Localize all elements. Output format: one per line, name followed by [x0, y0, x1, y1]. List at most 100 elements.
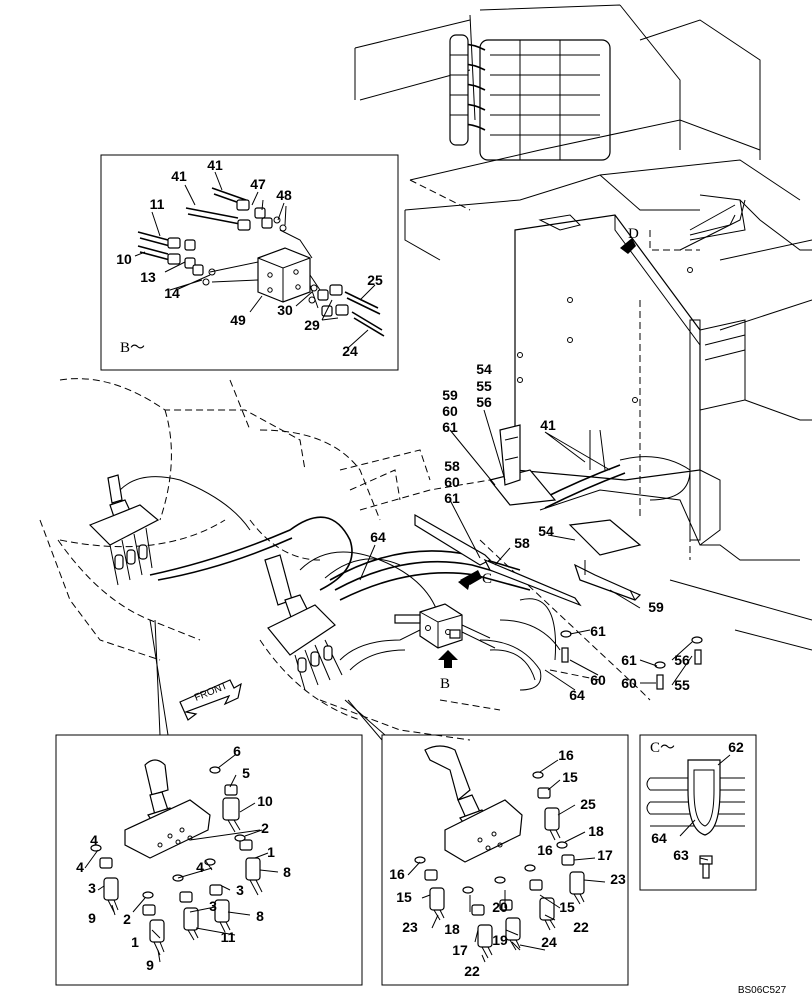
- callout-c-61a: 61: [442, 419, 458, 435]
- callout-c-61d: 61: [621, 652, 637, 668]
- view-arrow-c: C: [458, 570, 492, 590]
- inset-right-joystick: [381, 734, 629, 986]
- callout-c-61b: 61: [444, 490, 460, 506]
- control-valve: [479, 39, 611, 161]
- callout-c-b29: 29: [304, 317, 320, 333]
- joystick-right-main[interactable]: [264, 554, 343, 691]
- callout-k-62: 62: [728, 739, 744, 755]
- callout-l-8b: 8: [256, 908, 264, 924]
- callout-r-16a: 16: [558, 747, 574, 763]
- callout-c-59b: 59: [648, 599, 664, 615]
- callout-c-b49: 49: [230, 312, 246, 328]
- callout-l-9b: 9: [146, 957, 154, 973]
- callout-l-6: 6: [233, 743, 241, 759]
- callout-r-15b: 15: [396, 889, 412, 905]
- callout-c-b41a: 41: [207, 157, 223, 173]
- callout-c-64b: 64: [569, 687, 585, 703]
- inset-b: B～: [100, 154, 399, 371]
- inset-left-joystick: [55, 734, 363, 986]
- callout-c-b13: 13: [140, 269, 156, 285]
- view-arrow-b: B: [438, 650, 458, 692]
- callout-r-19: 19: [492, 932, 508, 948]
- callout-l-11: 11: [221, 929, 236, 945]
- callout-r-24: 24: [541, 934, 557, 950]
- callout-l-4c: 4: [196, 859, 204, 875]
- callout-r-22b: 22: [464, 963, 480, 979]
- callout-c-56a: 56: [476, 394, 492, 410]
- callout-r-15a: 15: [562, 769, 578, 785]
- callout-c-b47: 47: [250, 176, 266, 192]
- callout-c-59a: 59: [442, 387, 458, 403]
- svg-text:B: B: [440, 676, 450, 692]
- callout-r-15c: 15: [559, 899, 575, 915]
- callout-c-b24: 24: [342, 343, 358, 359]
- callout-k-63: 63: [673, 847, 689, 863]
- inset-c: C～: [639, 734, 757, 891]
- callout-l-1a: 1: [267, 844, 275, 860]
- view-arrow-d: D: [620, 226, 639, 254]
- callout-r-18b: 18: [444, 921, 460, 937]
- callout-k-64: 64: [651, 830, 667, 846]
- callout-r-17b: 17: [452, 942, 468, 958]
- callout-c-60b: 60: [444, 474, 460, 490]
- joystick-left-main[interactable]: [88, 474, 160, 586]
- callout-c-b14: 14: [164, 285, 180, 301]
- callout-l-5: 5: [242, 765, 250, 781]
- callout-l-2b: 2: [123, 911, 131, 927]
- callout-c-b30: 30: [277, 302, 293, 318]
- callout-l-9a: 9: [88, 910, 96, 926]
- callout-r-20: 20: [492, 899, 508, 915]
- callout-r-16c: 16: [389, 866, 405, 882]
- callout-c-61c: 61: [590, 623, 606, 639]
- callout-l-4b: 4: [90, 832, 98, 848]
- callout-c-58a: 58: [444, 458, 460, 474]
- callout-l-2a: 2: [261, 820, 269, 836]
- callout-c-b10: 10: [116, 251, 132, 267]
- pilot-hoses-main: [149, 429, 691, 691]
- callout-l-3a: 3: [88, 880, 96, 896]
- callout-l-10: 10: [257, 793, 273, 809]
- callout-r-23a: 23: [610, 871, 626, 887]
- callout-c-64a: 64: [370, 529, 386, 545]
- callout-c-60c: 60: [590, 672, 606, 688]
- callout-c-56b: 56: [674, 652, 690, 668]
- drawing-code: BS06C527: [738, 985, 787, 996]
- callout-c-54a: 54: [476, 361, 492, 377]
- callout-c-41m: 41: [540, 417, 556, 433]
- cab-outline: [39, 378, 651, 741]
- svg-text:C: C: [482, 571, 492, 587]
- valve-hoses: [449, 34, 486, 146]
- machine-frame: D: [354, 4, 812, 651]
- callout-c-55a: 55: [476, 378, 492, 394]
- callout-r-18a: 18: [588, 823, 604, 839]
- callout-c-b25: 25: [367, 272, 383, 288]
- svg-text:D: D: [628, 226, 639, 242]
- callout-r-16b: 16: [537, 842, 553, 858]
- svg-text:B～: B～: [120, 340, 145, 356]
- callout-c-55b: 55: [674, 677, 690, 693]
- callout-l-8a: 8: [283, 864, 291, 880]
- callout-c-58b: 58: [514, 535, 530, 551]
- callout-c-b48: 48: [276, 187, 292, 203]
- callout-c-60d: 60: [621, 675, 637, 691]
- callout-c-54b: 54: [538, 523, 554, 539]
- callout-c-60a: 60: [442, 403, 458, 419]
- callout-l-3b: 3: [236, 882, 244, 898]
- callout-l-4a: 4: [76, 859, 84, 875]
- svg-text:C～: C～: [650, 740, 675, 756]
- main-leaders: [149, 409, 693, 741]
- callout-r-17a: 17: [597, 847, 613, 863]
- callout-r-25: 25: [580, 796, 596, 812]
- callout-l-1b: 1: [131, 934, 139, 950]
- callout-r-23b: 23: [402, 919, 418, 935]
- callout-l-3c: 3: [209, 898, 217, 914]
- fasteners-main: [560, 630, 703, 690]
- mounting-brackets: [414, 424, 642, 607]
- callout-r-22a: 22: [573, 919, 589, 935]
- callout-c-b41b: 41: [171, 168, 187, 184]
- front-arrow: FRONT: [179, 679, 242, 721]
- callout-c-b11: 11: [150, 196, 165, 212]
